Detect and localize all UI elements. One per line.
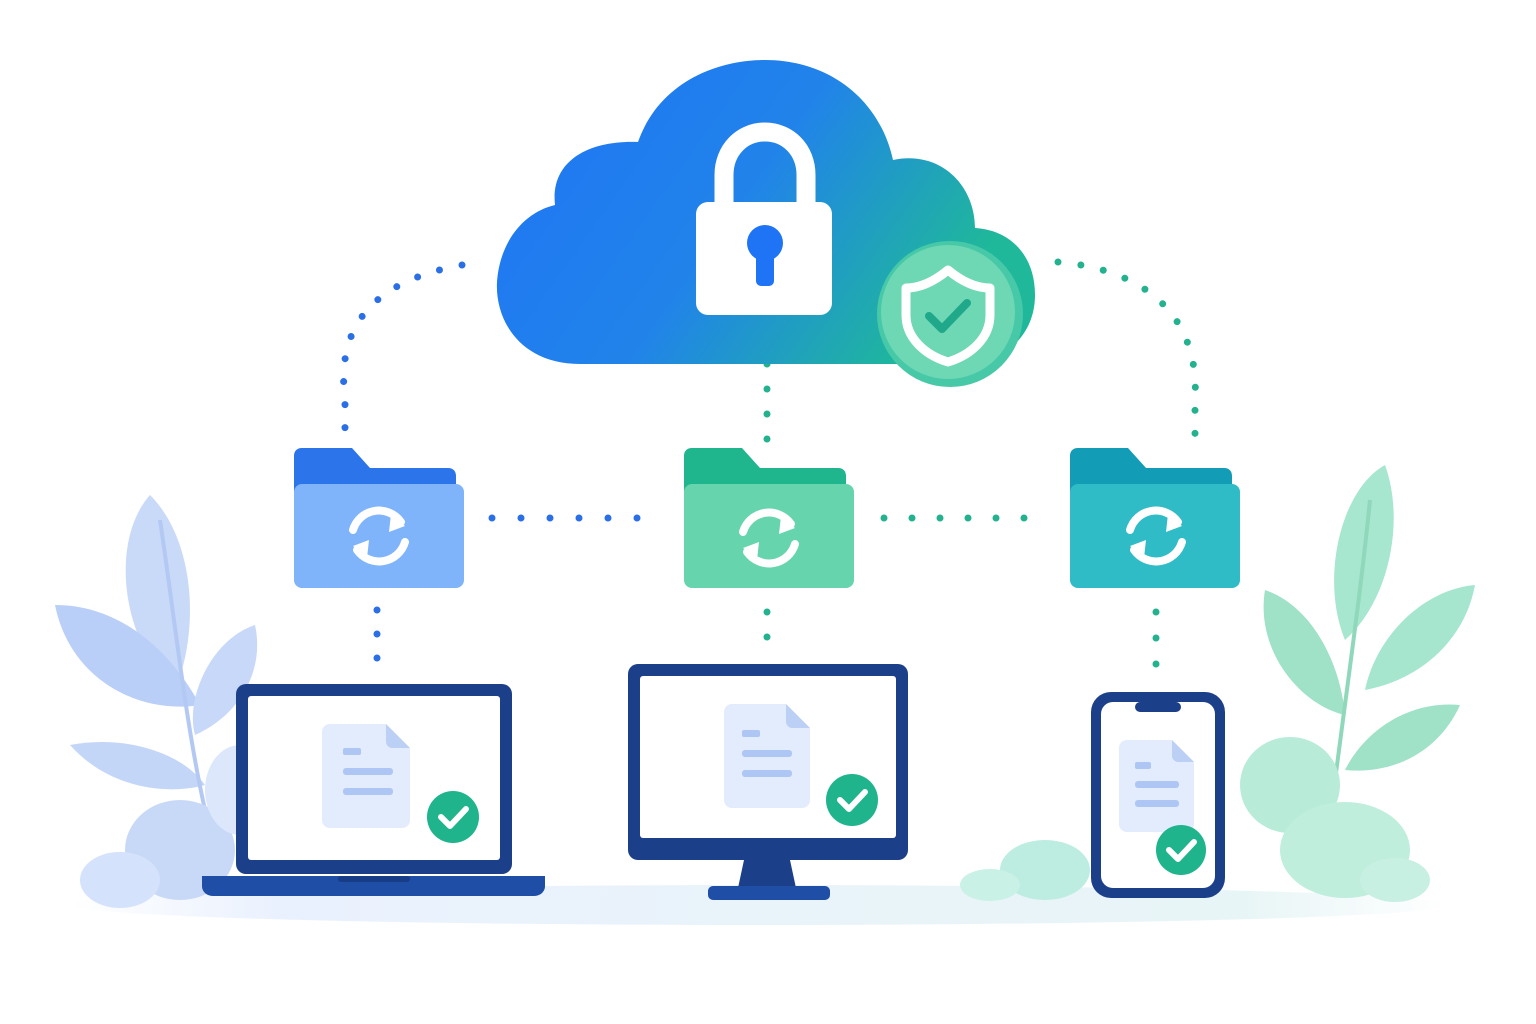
laptop-notch [338,876,410,882]
document-icon [1119,740,1194,832]
leaf [55,605,200,707]
right-foliage [960,465,1475,902]
laptop-icon [202,684,545,896]
sync-icon [349,506,409,566]
leaf [1263,590,1345,715]
check-icon [1156,825,1206,875]
lock-shackle [714,122,816,205]
left-foliage [55,495,275,908]
shield-shape [901,265,995,367]
bush [1360,858,1430,902]
stem [158,519,207,811]
folder-body [684,484,854,588]
bush [80,852,160,908]
shield-check [925,299,971,333]
keyhole [747,225,783,261]
monitor-icon [628,664,908,900]
monitor-stand [738,860,796,888]
folder-body [294,484,464,588]
laptop-base [202,876,545,896]
keyhole-slot [756,250,774,286]
folder-left [294,448,464,588]
document-icon [724,704,810,808]
connector-cloud-right [1054,258,1199,444]
cloud [496,60,1035,387]
lock-icon [696,122,832,315]
leaf [192,625,258,735]
leaf [1345,704,1460,771]
shield-check-icon [877,241,1023,387]
phone-icon [1091,692,1225,898]
check-icon [826,774,878,826]
folder-right [1070,448,1240,588]
folder-body [1070,484,1240,588]
monitor-foot [708,886,830,900]
connector-cloud-left [340,261,466,444]
bush [960,869,1020,901]
sync-icon [739,508,799,568]
document-icon [322,724,410,828]
leaf [70,741,205,790]
phone-notch [1135,702,1181,712]
leaf [1365,585,1475,690]
sync-icon [1126,506,1186,566]
connection-lines [340,258,1199,694]
bush [1000,840,1090,900]
check-icon [427,791,479,843]
folder-center [684,448,854,588]
